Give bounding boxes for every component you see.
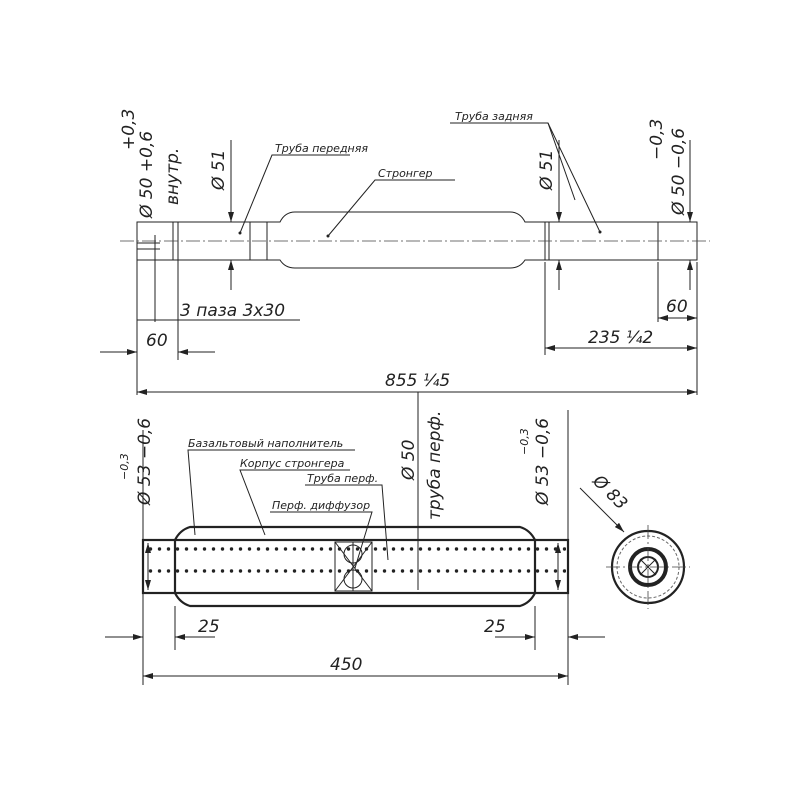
inner-dia-dimension: Ø 50 +0,6 <box>137 131 157 219</box>
perforated-pipe-dia: Ø 50 <box>399 440 419 481</box>
left-dia-dimension: Ø 53 −0,6 <box>135 418 155 506</box>
section-view: −0,3 Ø 53 −0,6 Базальтовый наполнитель К… <box>105 392 605 685</box>
section-total-length: 450 <box>330 655 362 675</box>
perforated-pipe-label: Труба перф. <box>307 472 378 485</box>
slots-note: 3 паза 3x30 <box>180 301 285 321</box>
right-dia-tolerance-upper: −0,3 <box>518 428 531 455</box>
end-view-outer-dia: Ø 83 <box>588 471 631 514</box>
perforated-pipe-dia-note: труба перф. <box>425 411 445 520</box>
front-pipe-dia: Ø 51 <box>209 150 229 191</box>
rear-pipe-label: Труба задняя <box>455 110 533 123</box>
left-length: 60 <box>146 331 168 351</box>
right-length: 60 <box>666 297 688 317</box>
section-dimension-lines <box>105 392 605 685</box>
muffler-outline <box>120 211 710 269</box>
stronger-label: Стронгер <box>378 167 433 180</box>
left-dia-tolerance-upper: −0,3 <box>118 453 131 480</box>
dimension-lines <box>100 122 698 395</box>
rear-pipe-dia: Ø 51 <box>537 150 557 191</box>
total-length: 855 ¼5 <box>385 371 450 391</box>
rear-length: 235 ¼2 <box>588 328 653 348</box>
right-dia-dimension: Ø 53 −0,6 <box>533 418 553 506</box>
basalt-filler-label: Базальтовый наполнитель <box>188 437 343 450</box>
top-view: +0,3 Ø 50 +0,6 внутр. Ø 51 Труба передня… <box>100 109 710 395</box>
perforated-diffuser <box>334 541 373 592</box>
outer-dia-dimension: Ø 50 −0,6 <box>669 128 689 216</box>
front-pipe-label: Труба передняя <box>275 142 368 155</box>
inner-note: внутр. <box>163 148 183 205</box>
inner-dia-tolerance-upper: +0,3 <box>119 109 139 150</box>
outer-dia-tolerance-upper: −0,3 <box>647 119 667 160</box>
left-offset-length: 25 <box>198 617 220 637</box>
stronger-body-label: Корпус стронгера <box>240 457 345 470</box>
perforated-diffuser-label: Перф. диффузор <box>272 499 370 512</box>
right-offset-length: 25 <box>484 617 506 637</box>
end-view: Ø 83 <box>579 471 690 609</box>
